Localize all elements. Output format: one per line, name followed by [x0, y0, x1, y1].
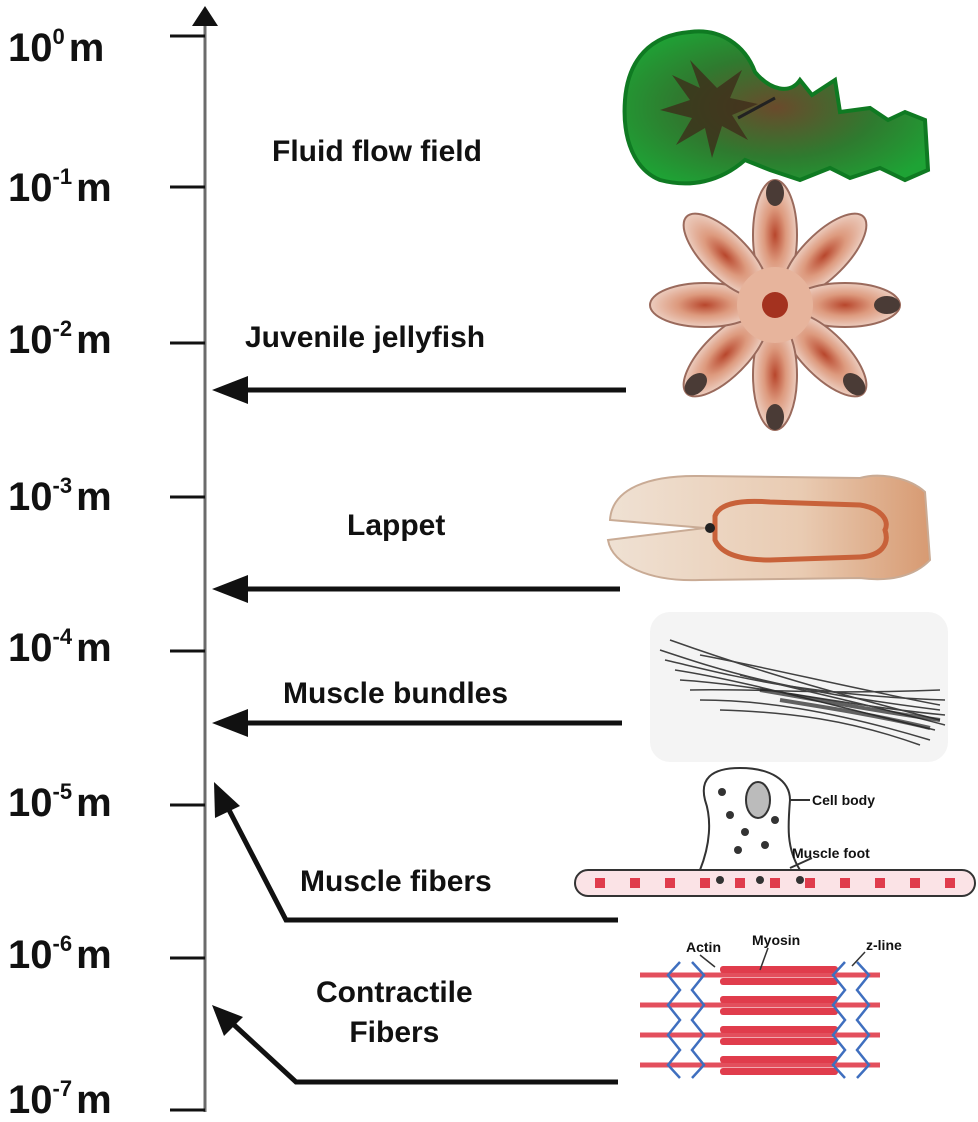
z-line-label: z-line [866, 937, 902, 953]
actin-label: Actin [686, 939, 721, 955]
juvenile-jellyfish-image [650, 180, 900, 430]
arrow-juvenile [212, 376, 626, 404]
lappet-image [608, 476, 930, 580]
arrow-contractile-fibers [212, 1005, 618, 1082]
cell-body-label: Cell body [812, 792, 875, 808]
arrow-muscle-fibers [214, 782, 618, 920]
myosin-label: Myosin [752, 932, 800, 948]
fluid-flow-field-image [625, 31, 928, 183]
muscle-fiber-diagram: Cell body Muscle foot [575, 768, 975, 896]
scale-ticks [170, 36, 205, 1110]
sarcomere-diagram: Actin Myosin z-line [640, 932, 902, 1078]
arrow-muscle-bundles [212, 709, 622, 737]
scale-axis-arrowhead [192, 6, 218, 26]
arrow-lappet [212, 575, 620, 603]
muscle-bundles-image [650, 612, 948, 762]
muscle-foot-label: Muscle foot [792, 845, 870, 861]
